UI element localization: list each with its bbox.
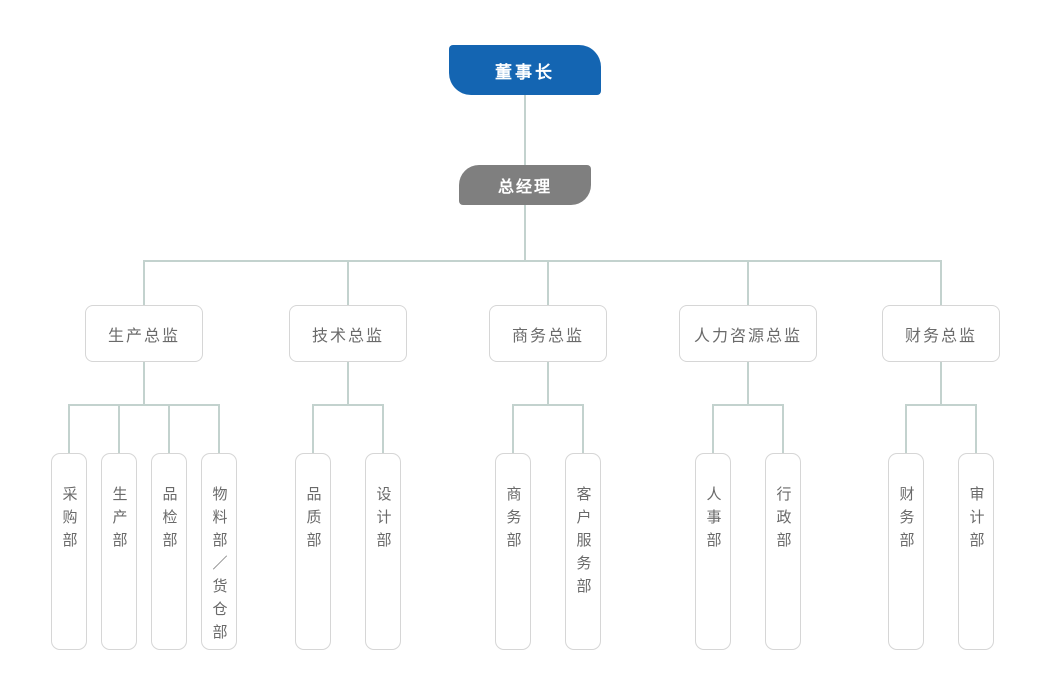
connector-group-4	[712, 362, 784, 454]
node-dept-personnel: 人事部	[695, 453, 731, 650]
dept-label: 采购部	[60, 486, 78, 555]
node-director-production: 生产总监	[85, 305, 203, 362]
dept-label: 人事部	[704, 486, 722, 555]
dept-label: 生产部	[110, 486, 128, 555]
node-dept-administration: 行政部	[765, 453, 801, 650]
node-dept-customer-service: 客户服务部	[565, 453, 601, 650]
connector-group-3	[512, 362, 584, 454]
node-dept-audit: 审计部	[958, 453, 994, 650]
node-dept-design: 设计部	[365, 453, 401, 650]
connector-group-1	[68, 362, 220, 454]
dept-label: 审计部	[967, 486, 985, 555]
node-general-manager: 总经理	[459, 165, 591, 205]
node-dept-materials-warehouse: 物料部／货仓部	[201, 453, 237, 650]
dept-label: 品检部	[160, 486, 178, 555]
node-dept-business: 商务部	[495, 453, 531, 650]
node-dept-quality: 品质部	[295, 453, 331, 650]
dept-label: 设计部	[374, 486, 392, 555]
node-dept-finance: 财务部	[888, 453, 924, 650]
connector-group-5	[905, 362, 977, 454]
node-director-hr: 人力咨源总监	[679, 305, 817, 362]
dept-label: 财务部	[897, 486, 915, 555]
dept-label: 品质部	[304, 486, 322, 555]
node-chairman: 董事长	[449, 45, 601, 95]
dept-label: 商务部	[504, 486, 522, 555]
dept-label: 客户服务部	[574, 486, 592, 601]
node-dept-quality-inspection: 品检部	[151, 453, 187, 650]
node-dept-purchasing: 采购部	[51, 453, 87, 650]
node-director-technology: 技术总监	[289, 305, 407, 362]
dept-label: 行政部	[774, 486, 792, 555]
connector-top	[143, 95, 942, 306]
node-director-finance: 财务总监	[882, 305, 1000, 362]
node-director-business: 商务总监	[489, 305, 607, 362]
node-dept-production: 生产部	[101, 453, 137, 650]
connector-group-2	[312, 362, 384, 454]
dept-label: 物料部／货仓部	[210, 486, 228, 647]
